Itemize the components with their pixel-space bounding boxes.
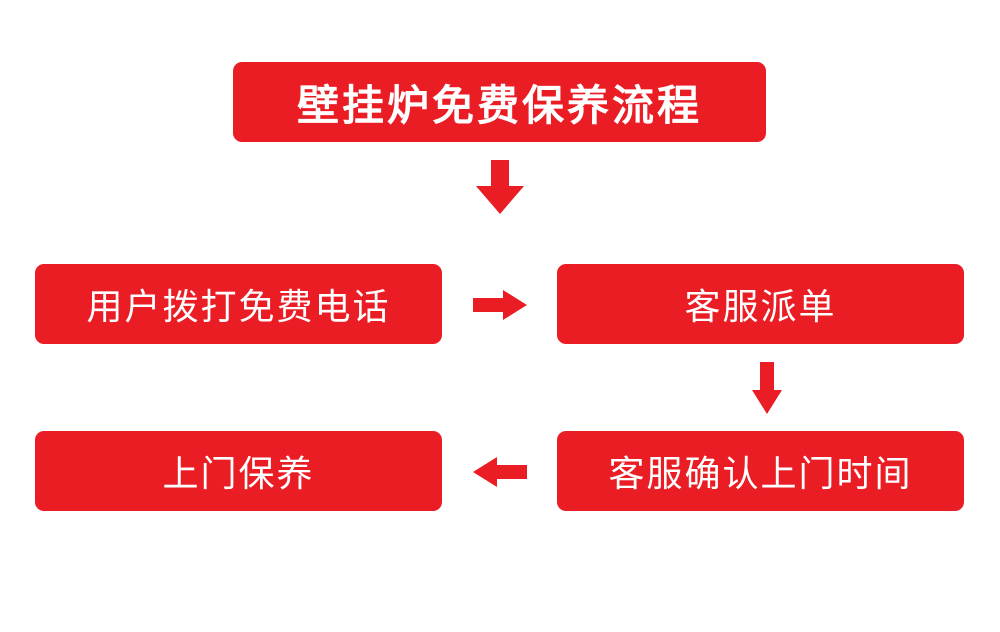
- step-confirm-visit-time: 客服确认上门时间: [557, 431, 964, 511]
- arrow-left-icon: [473, 457, 527, 487]
- flowchart-title-text: 壁挂炉免费保养流程: [296, 80, 702, 130]
- step-label: 客服确认上门时间: [608, 454, 913, 495]
- step-label: 上门保养: [162, 454, 315, 495]
- step-call-hotline: 用户拨打免费电话: [35, 264, 442, 344]
- arrow-down-icon: [752, 362, 782, 414]
- step-label: 用户拨打免费电话: [86, 287, 391, 328]
- step-dispatch-order: 客服派单: [557, 264, 964, 344]
- flowchart-title: 壁挂炉免费保养流程: [233, 62, 766, 142]
- arrow-down-icon: [476, 160, 524, 214]
- arrow-right-icon: [473, 290, 527, 320]
- step-onsite-maintenance: 上门保养: [35, 431, 442, 511]
- step-label: 客服派单: [684, 287, 837, 328]
